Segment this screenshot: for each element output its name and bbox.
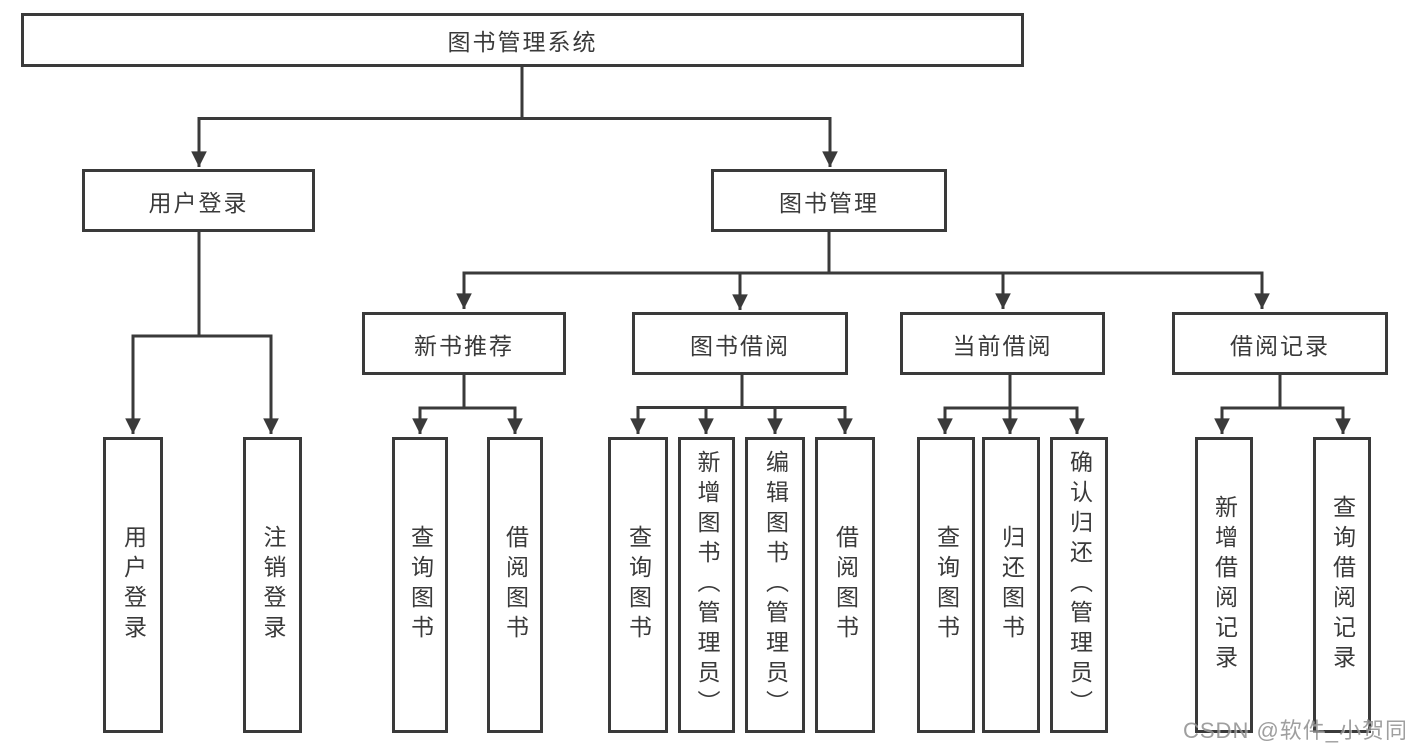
node-label: 图书管理: [779, 189, 879, 216]
leaf-borrow-add-books-admin: 新增图书（管理员）: [678, 437, 735, 733]
node-user-login-group: 用户登录: [82, 169, 315, 232]
leaf-borrow-query-books: 查询图书: [608, 437, 668, 733]
leaf-borrow-borrow-books: 借阅图书: [815, 437, 875, 733]
leaf-records-query-record: 查询借阅记录: [1313, 437, 1371, 733]
leaf-recommend-query-books: 查询图书: [392, 437, 448, 733]
leaf-borrow-edit-books-admin: 编辑图书（管理员）: [745, 437, 805, 733]
node-label: 归还图书: [998, 525, 1025, 645]
node-label: 查询图书: [625, 525, 652, 645]
leaf-user-login: 用户登录: [103, 437, 163, 733]
node-label: 查询图书: [933, 525, 960, 645]
node-new-book-recommend: 新书推荐: [362, 312, 566, 375]
node-label: 借阅记录: [1230, 332, 1330, 359]
node-label: 新增借阅记录: [1211, 495, 1238, 675]
node-label: 编辑图书（管理员）: [762, 450, 789, 720]
leaf-records-add-record: 新增借阅记录: [1195, 437, 1253, 733]
node-borrow-records: 借阅记录: [1172, 312, 1388, 375]
leaf-current-return-books: 归还图书: [982, 437, 1040, 733]
node-label: 新书推荐: [414, 332, 514, 359]
node-label: 图书管理系统: [447, 29, 598, 55]
node-label: 用户登录: [148, 189, 249, 216]
node-root-library-system: 图书管理系统: [21, 13, 1024, 67]
node-label: 当前借阅: [952, 332, 1053, 359]
csdn-watermark: CSDN @软件_小贺同学: [1183, 718, 1405, 743]
leaf-current-confirm-return-admin: 确认归还（管理员）: [1050, 437, 1108, 733]
node-label: 借阅图书: [502, 525, 529, 645]
node-label: 查询图书: [407, 525, 434, 645]
leaf-logout-login: 注销登录: [243, 437, 302, 733]
node-label: 注销登录: [260, 525, 286, 645]
node-label: 新增图书（管理员）: [694, 450, 720, 720]
node-book-management: 图书管理: [711, 169, 947, 232]
node-label: 图书借阅: [690, 332, 790, 359]
node-label: 用户登录: [120, 525, 147, 645]
node-current-borrow: 当前借阅: [900, 312, 1105, 375]
leaf-current-query-books: 查询图书: [917, 437, 975, 733]
node-label: 确认归还（管理员）: [1066, 450, 1093, 720]
leaf-recommend-borrow-books: 借阅图书: [487, 437, 543, 733]
node-label: 查询借阅记录: [1329, 495, 1356, 675]
node-book-borrow: 图书借阅: [632, 312, 848, 375]
node-label: 借阅图书: [832, 525, 859, 645]
